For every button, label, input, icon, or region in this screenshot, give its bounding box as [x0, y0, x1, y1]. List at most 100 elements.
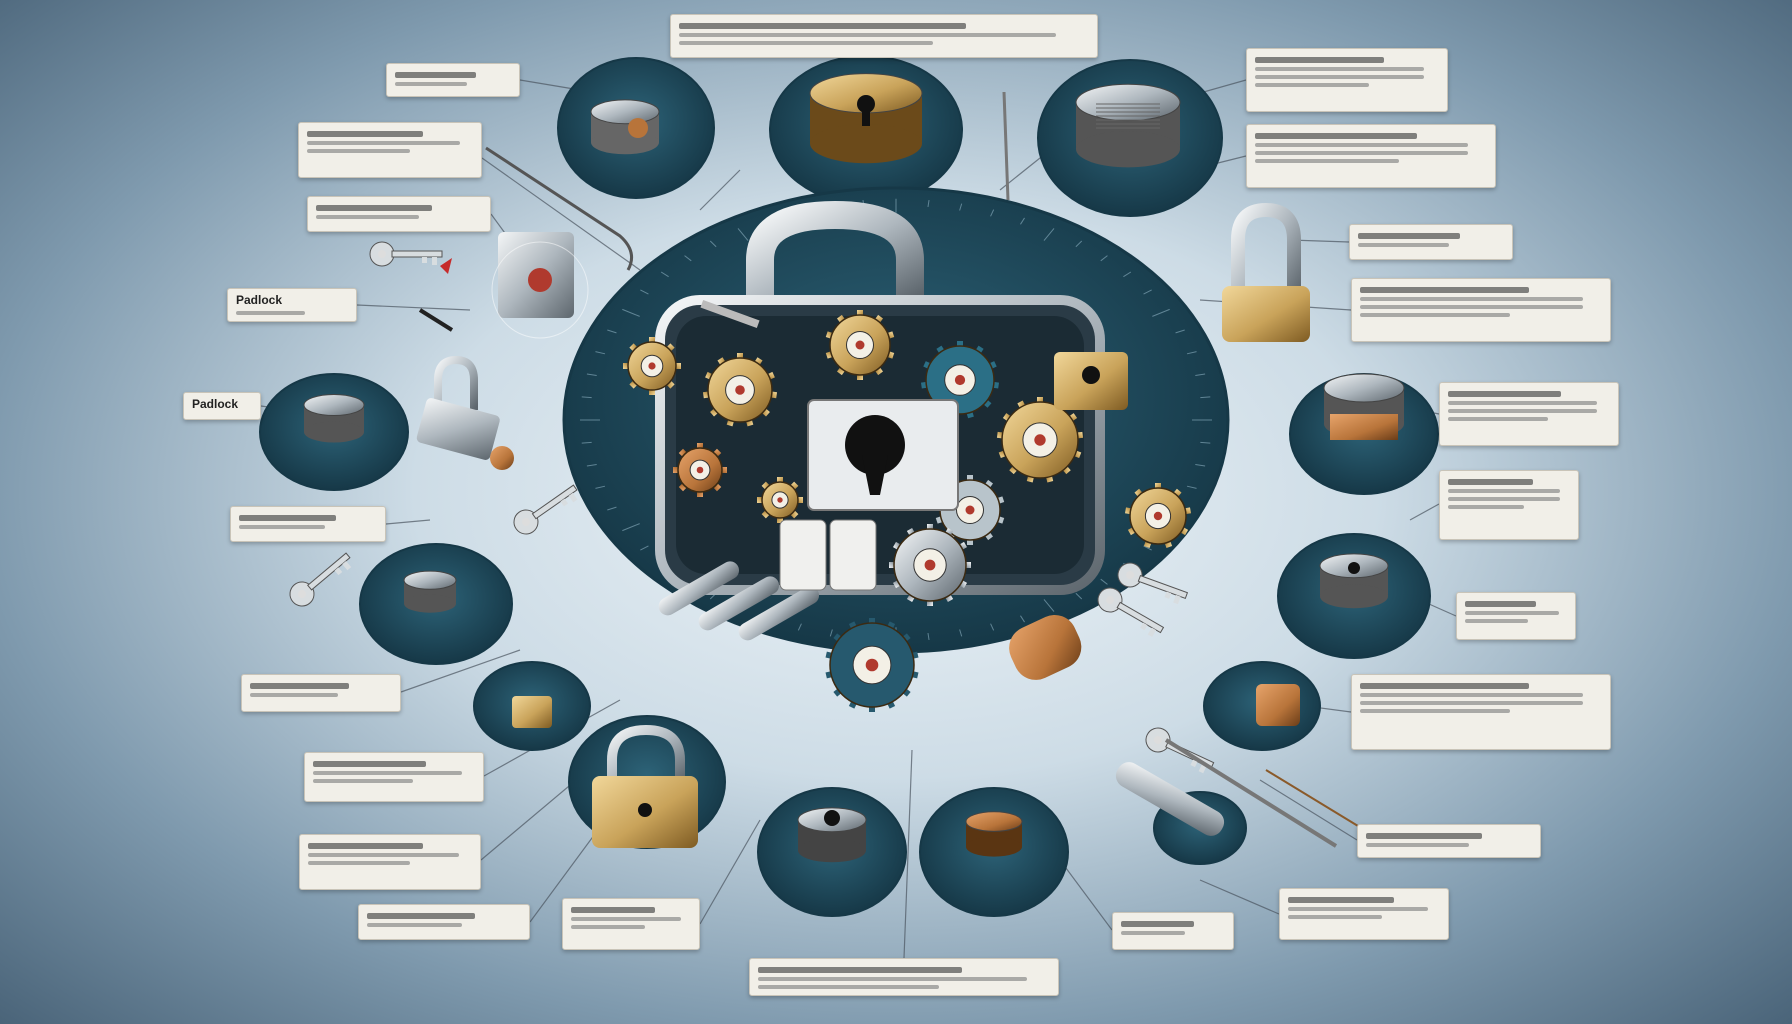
callout-text-line — [1360, 709, 1511, 713]
callout-text-line — [1360, 693, 1583, 697]
pin-icon — [628, 118, 648, 138]
gear-icon — [623, 337, 681, 395]
callout-text-line — [1360, 297, 1583, 301]
pick-tool — [418, 308, 454, 332]
callout-text-line — [571, 925, 646, 929]
leader-line — [1199, 879, 1280, 915]
gear-icon — [1124, 483, 1192, 549]
callout-title-placeholder — [1448, 391, 1562, 397]
cylinder-base — [404, 594, 456, 613]
callout-title-placeholder — [571, 907, 655, 913]
callout-label-right-9 — [1357, 824, 1541, 858]
gear-icon — [889, 524, 971, 606]
keyhole-icon — [638, 803, 652, 817]
dial-tick — [737, 228, 749, 241]
callout-text-line — [1465, 619, 1529, 623]
pick-tool — [1164, 738, 1338, 848]
callout-text-line — [1360, 305, 1583, 309]
callout-text-line — [1360, 313, 1511, 317]
gear-tooth — [857, 310, 863, 318]
component-discs — [259, 55, 1439, 917]
shackle — [746, 200, 924, 314]
keyhole-icon — [824, 810, 840, 826]
leader-line — [481, 157, 641, 271]
key-icon — [369, 241, 443, 267]
leader-line — [400, 649, 521, 693]
callout-text-line — [758, 985, 940, 989]
gear-pin — [735, 385, 745, 395]
dial-tick — [829, 629, 833, 637]
callout-text-line — [236, 311, 306, 315]
cylinder-base — [1320, 584, 1388, 609]
callout-text-line — [1255, 75, 1425, 79]
key-bit — [1147, 627, 1157, 638]
callout-label-right-4 — [1351, 278, 1611, 342]
callout-label-right-5 — [1439, 382, 1619, 446]
cylinder-base — [1076, 131, 1180, 168]
key-icon — [513, 484, 578, 535]
keyhole-icon — [857, 95, 875, 113]
pin-cylinder — [698, 576, 780, 631]
dial-tick — [586, 464, 597, 467]
callout-title-placeholder — [1366, 833, 1483, 839]
callout-title-placeholder — [395, 72, 477, 78]
key-blade — [391, 250, 443, 258]
dial-tick — [660, 271, 669, 278]
pin-cylinder — [738, 586, 820, 641]
callout-text-line — [308, 861, 410, 865]
callout-title-placeholder — [1255, 57, 1384, 63]
gear-pin — [924, 559, 936, 571]
shackle — [434, 355, 478, 410]
callout-text-line — [308, 853, 459, 857]
callout-text-line — [1448, 489, 1561, 493]
callout-title-placeholder — [679, 23, 966, 29]
callout-text-line — [307, 149, 410, 153]
callout-title-placeholder — [250, 683, 350, 689]
gear-tooth — [697, 443, 703, 451]
dial-tick — [595, 351, 606, 355]
keyhole-icon — [1082, 366, 1100, 384]
callout-label-left-7 — [241, 674, 401, 712]
callout-text-line — [1255, 151, 1469, 155]
callout-title-placeholder — [308, 843, 423, 849]
callout-label-right-6 — [1439, 470, 1579, 540]
gear-pin — [865, 658, 879, 672]
gear-tooth — [697, 489, 703, 497]
cylinder-base — [591, 130, 659, 155]
callout-text-line — [1255, 83, 1370, 87]
dial-icon — [825, 618, 919, 712]
callout-label-right-10 — [1279, 888, 1449, 940]
callout-label-bottom-center — [749, 958, 1059, 996]
combination-dial-icon — [809, 73, 923, 164]
gear-tooth — [1037, 397, 1043, 405]
dial-tick — [1152, 308, 1170, 317]
callout-text-line — [395, 82, 467, 86]
callout-text-line — [239, 525, 325, 529]
dial-tick — [622, 523, 640, 532]
lock-cylinder-icon — [797, 807, 867, 863]
gear-tooth — [927, 524, 933, 532]
padlock-icon — [416, 398, 500, 460]
callout-label-left-6 — [230, 506, 386, 542]
key-bit — [422, 257, 427, 263]
callout-text-line — [758, 977, 1027, 981]
callout-text-line — [1360, 701, 1583, 705]
knob-icon — [490, 446, 514, 470]
dial-tick — [1075, 592, 1083, 600]
cylinder-top — [1075, 83, 1181, 122]
callout-label-bottom-right-1 — [1112, 912, 1234, 950]
dial-tick — [797, 623, 802, 631]
gear-tooth — [869, 618, 875, 626]
cylinder-band — [1330, 414, 1398, 440]
key-blade — [1137, 574, 1189, 599]
dial-tick — [1200, 396, 1211, 399]
clip-icon — [440, 258, 452, 274]
callout-text-line — [1448, 409, 1598, 413]
dial-tick — [1195, 373, 1206, 376]
key-bit — [334, 567, 343, 576]
gear-icon — [702, 353, 778, 427]
dial-tick — [1175, 329, 1185, 334]
dial-tick — [607, 506, 617, 511]
